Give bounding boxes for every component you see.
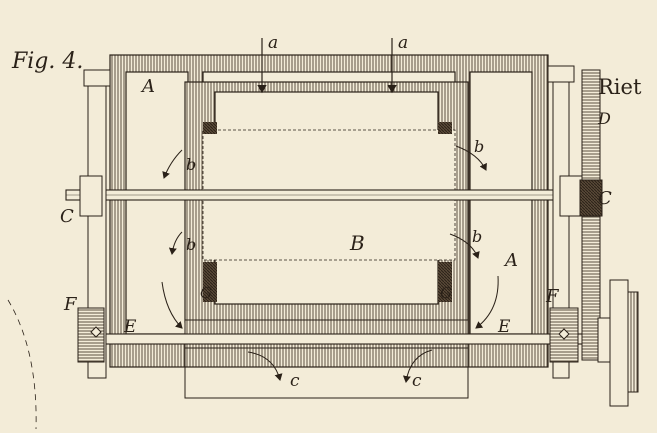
figure-caption: Fig. 4.: [11, 49, 83, 74]
label-b-lower-left: b: [186, 235, 196, 254]
left-post: [77, 69, 111, 379]
flow-arrows: [161, 145, 499, 383]
label-c-left: C: [60, 206, 74, 227]
label-c-lower-left: c: [290, 371, 300, 391]
left-bearing-f: [77, 307, 105, 363]
lower-shaft: [99, 333, 599, 345]
inlet-arrows: [257, 38, 397, 94]
header-text: Riet: [598, 75, 642, 99]
label-d: D: [597, 109, 611, 128]
label-a-left: a: [268, 33, 278, 53]
upper-shaft: [65, 189, 589, 201]
label-g-left: G: [200, 284, 212, 302]
label-c-right: C: [598, 188, 612, 209]
label-e-right: E: [497, 317, 511, 337]
label-a-right-large: A: [503, 250, 518, 271]
label-f-left: F: [63, 294, 78, 315]
right-post: [547, 65, 583, 379]
label-f-right: F: [545, 286, 560, 307]
lower-tray-outline: [184, 347, 469, 399]
drive-pulley: [597, 279, 639, 407]
corner-block-g-right: [438, 262, 452, 302]
label-b-upper-right: b: [474, 137, 484, 156]
label-b-chamber: B: [349, 231, 365, 255]
label-b-lower-right: b: [472, 227, 482, 246]
right-bearing-c: [559, 175, 583, 217]
corner-block-top-right: [438, 122, 452, 134]
label-e-left: E: [123, 317, 137, 337]
corner-block-top-left: [203, 122, 217, 134]
gear-wheel-d: [579, 69, 603, 361]
margin-dashed-curve: [7, 299, 37, 430]
left-bearing-c: [79, 175, 103, 217]
outer-frame: [109, 54, 549, 368]
label-g-right: G: [440, 284, 452, 302]
label-a-upper-left: A: [140, 76, 155, 97]
label-a-right: a: [398, 33, 408, 53]
corner-block-g-left: [203, 262, 217, 302]
label-c-lower-right: c: [412, 371, 422, 391]
label-b-upper-left: b: [186, 155, 196, 174]
